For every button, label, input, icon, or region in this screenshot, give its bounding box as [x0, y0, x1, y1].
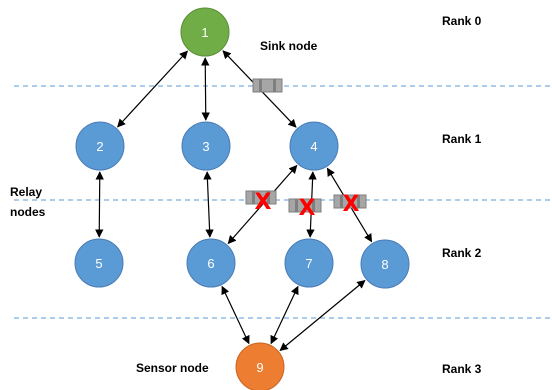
node-3-label: 3 [202, 139, 209, 154]
link-2-5 [95, 171, 104, 238]
node-5: 5 [74, 238, 124, 288]
blocked-x-4-6: X [255, 190, 272, 215]
link-3-6 [203, 171, 214, 238]
sensor-node-label: Sensor node [136, 361, 209, 375]
sink-node-label: Sink node [260, 39, 318, 53]
node-6: 6 [186, 238, 236, 288]
jammer-device-4-7 [288, 198, 322, 213]
link-1-3 [201, 57, 210, 121]
relay-nodes-label-line1: Relay [10, 185, 42, 199]
jammer-device-4-8 [333, 194, 367, 209]
node-1-label: 1 [201, 25, 208, 40]
jammer-device-4-6 [245, 190, 277, 205]
node-2-label: 2 [96, 139, 103, 154]
node-4: 4 [289, 121, 339, 171]
link-1-2 [117, 50, 188, 128]
node-7: 7 [284, 238, 334, 288]
blocked-x-4-7: X [299, 196, 316, 221]
relay-nodes-label-line2: nodes [10, 205, 46, 219]
node-8-label: 8 [381, 257, 388, 272]
rank-0-label: Rank 0 [442, 14, 482, 28]
node-9: 9 [235, 342, 285, 390]
link-8-9 [279, 279, 366, 352]
link-7-9 [270, 285, 299, 345]
node-6-label: 6 [207, 256, 214, 271]
node-4-label: 4 [310, 139, 317, 154]
links-layer [95, 50, 373, 352]
node-9-label: 9 [256, 360, 263, 375]
node-3: 3 [181, 121, 231, 171]
rank-2-label: Rank 2 [442, 246, 482, 260]
jammer-device-1-4 [252, 78, 283, 93]
node-1: 1 [180, 7, 230, 57]
node-5-label: 5 [95, 256, 102, 271]
link-6-9 [221, 285, 250, 345]
node-7-label: 7 [305, 256, 312, 271]
rank-3-label: Rank 3 [442, 362, 482, 376]
rank-1-label: Rank 1 [442, 132, 482, 146]
node-2: 2 [75, 121, 125, 171]
blocked-x-4-8: X [343, 192, 360, 217]
node-8: 8 [360, 239, 410, 289]
